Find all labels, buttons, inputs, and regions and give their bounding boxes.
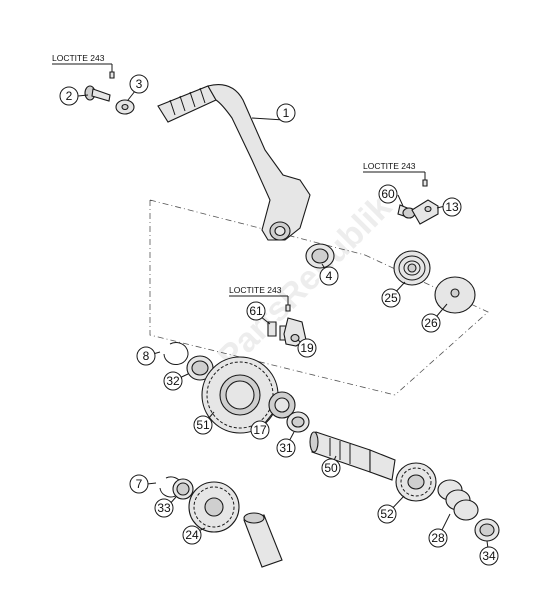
svg-text:32: 32: [166, 374, 180, 388]
svg-text:13: 13: [445, 200, 459, 214]
loctite-callout-right: LOCTITE 243: [363, 161, 428, 187]
svg-text:61: 61: [249, 304, 263, 318]
loctite-drop-icon: [285, 304, 291, 312]
svg-text:4: 4: [326, 269, 333, 283]
callout-4: 4: [319, 266, 339, 286]
part-washer: [186, 355, 214, 381]
part-disc: [434, 276, 476, 314]
svg-text:8: 8: [143, 349, 150, 363]
callout-34: 34: [479, 546, 499, 566]
svg-text:3: 3: [136, 77, 143, 91]
loctite-drop-icon: [109, 71, 115, 79]
part-needle-bearing: [268, 391, 296, 419]
part-bolt: [84, 85, 111, 102]
part-kickstart-shaft: [309, 431, 396, 481]
callout-33: 33: [154, 498, 174, 518]
callout-13: 13: [442, 197, 462, 217]
svg-text:34: 34: [482, 549, 496, 563]
part-ratchet-gear: [395, 462, 437, 502]
svg-text:25: 25: [384, 291, 398, 305]
callout-28: 28: [428, 528, 448, 548]
callout-24: 24: [182, 525, 202, 545]
callout-17: 17: [250, 420, 270, 440]
part-compression-spring: [437, 479, 479, 521]
part-ratchet-pawl: [283, 317, 307, 347]
callout-32: 32: [163, 371, 183, 391]
callout-25: 25: [381, 288, 401, 308]
part-bushing: [243, 512, 283, 568]
svg-text:51: 51: [196, 418, 210, 432]
callout-60: 60: [378, 184, 398, 204]
callout-2: 2: [59, 86, 79, 106]
callout-51: 51: [193, 415, 213, 435]
callout-3: 3: [129, 74, 149, 94]
svg-text:19: 19: [300, 341, 314, 355]
callout-61: 61: [246, 301, 266, 321]
loctite-label: LOCTITE 243: [229, 285, 282, 295]
svg-text:7: 7: [136, 477, 143, 491]
svg-text:52: 52: [380, 507, 394, 521]
svg-text:17: 17: [253, 423, 267, 437]
callout-1: 1: [276, 103, 296, 123]
loctite-callout-center: LOCTITE 243: [229, 285, 291, 312]
part-washer: [474, 518, 500, 542]
callout-7: 7: [129, 474, 149, 494]
svg-text:28: 28: [431, 531, 445, 545]
svg-text:33: 33: [157, 501, 171, 515]
svg-text:26: 26: [424, 316, 438, 330]
part-large-gear: [201, 356, 279, 434]
part-washer: [286, 411, 310, 433]
loctite-label: LOCTITE 243: [363, 161, 416, 171]
part-washer: [115, 99, 135, 115]
svg-text:24: 24: [185, 528, 199, 542]
callout-26: 26: [421, 313, 441, 333]
part-washer: [305, 243, 335, 269]
loctite-callout-top-left: LOCTITE 243: [52, 53, 115, 79]
svg-text:2: 2: [66, 89, 73, 103]
svg-text:50: 50: [324, 461, 338, 475]
assembly-outline: [149, 199, 489, 396]
callout-52: 52: [377, 504, 397, 524]
callout-31: 31: [276, 438, 296, 458]
svg-text:60: 60: [381, 187, 395, 201]
part-kickstart-lever: [157, 84, 311, 241]
part-idler-gear: [188, 481, 240, 533]
part-plate: [411, 199, 439, 225]
svg-text:31: 31: [279, 441, 293, 455]
part-circlip: [163, 342, 189, 365]
part-washer: [172, 478, 194, 500]
callout-19: 19: [297, 338, 317, 358]
loctite-label: LOCTITE 243: [52, 53, 105, 63]
svg-text:1: 1: [283, 106, 290, 120]
callout-8: 8: [136, 346, 156, 366]
callout-50: 50: [321, 458, 341, 478]
loctite-drop-icon: [422, 179, 428, 187]
part-torsion-spring: [393, 250, 431, 286]
